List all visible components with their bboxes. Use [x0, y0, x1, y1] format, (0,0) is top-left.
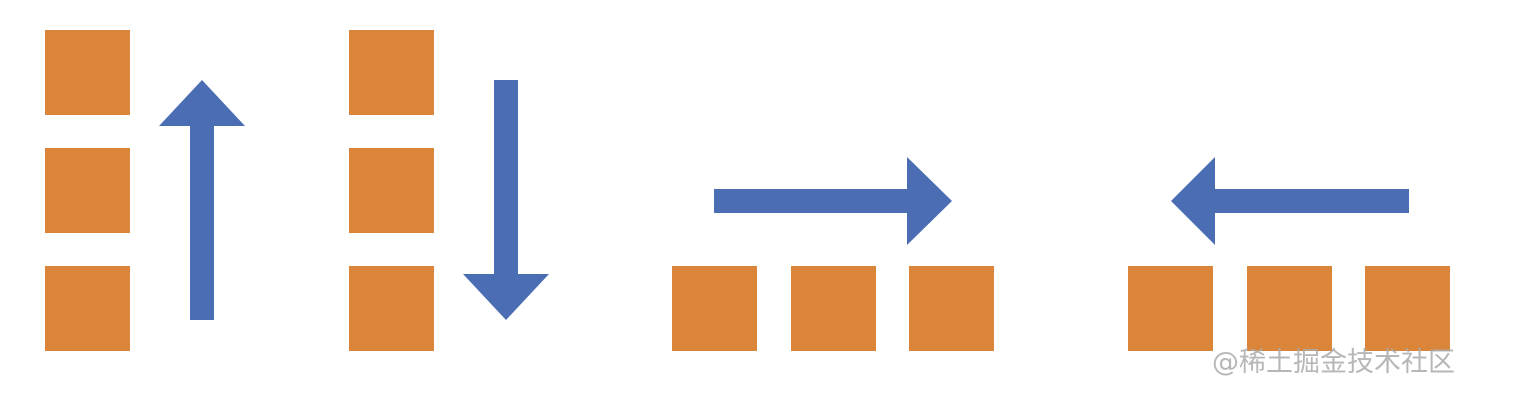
orange-square — [1365, 266, 1450, 351]
orange-square — [791, 266, 876, 351]
orange-square — [349, 30, 434, 115]
arrow-right-icon — [714, 157, 952, 245]
arrow-up-icon — [159, 80, 245, 320]
orange-square — [672, 266, 757, 351]
orange-square — [349, 148, 434, 233]
watermark-text: @稀土掘金技术社区 — [1212, 347, 1455, 378]
orange-square — [1247, 266, 1332, 351]
orange-square — [45, 266, 130, 351]
orange-square — [45, 30, 130, 115]
orange-square — [1128, 266, 1213, 351]
orange-square — [45, 148, 130, 233]
orange-square — [909, 266, 994, 351]
arrow-left-icon — [1171, 157, 1409, 245]
arrow-down-icon — [463, 80, 549, 320]
orange-square — [349, 266, 434, 351]
